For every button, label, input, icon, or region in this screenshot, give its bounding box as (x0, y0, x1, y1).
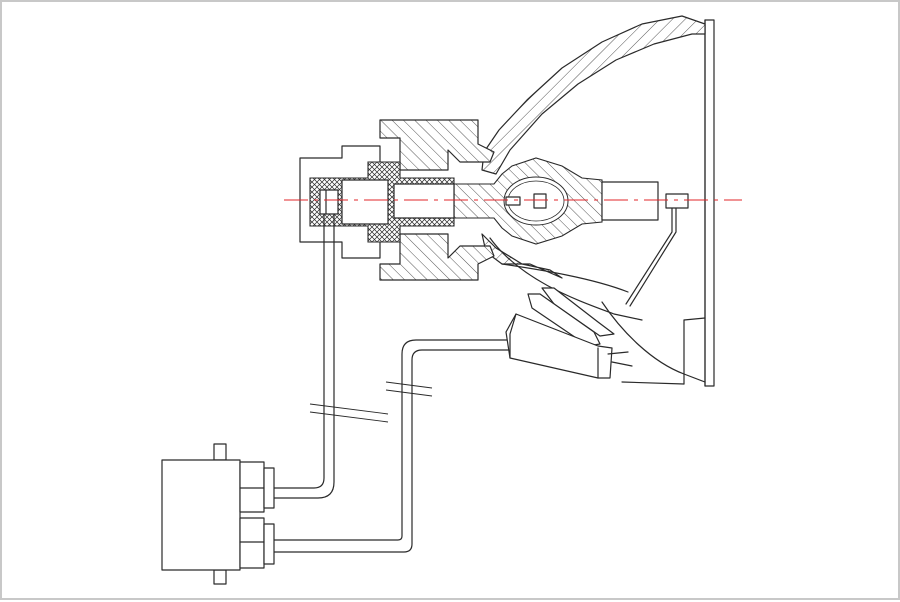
lamp-holder (379, 119, 689, 281)
reflector-bowl (481, 15, 706, 385)
terminal-clip (505, 287, 633, 379)
lamp-base (299, 145, 455, 259)
electrical-connector (161, 443, 275, 585)
rear-lead-wire (273, 213, 335, 499)
reflector-rim (704, 19, 715, 387)
front-support-wire (625, 201, 677, 307)
wire-break-marks (309, 381, 433, 423)
front-lead-wire (273, 339, 513, 553)
